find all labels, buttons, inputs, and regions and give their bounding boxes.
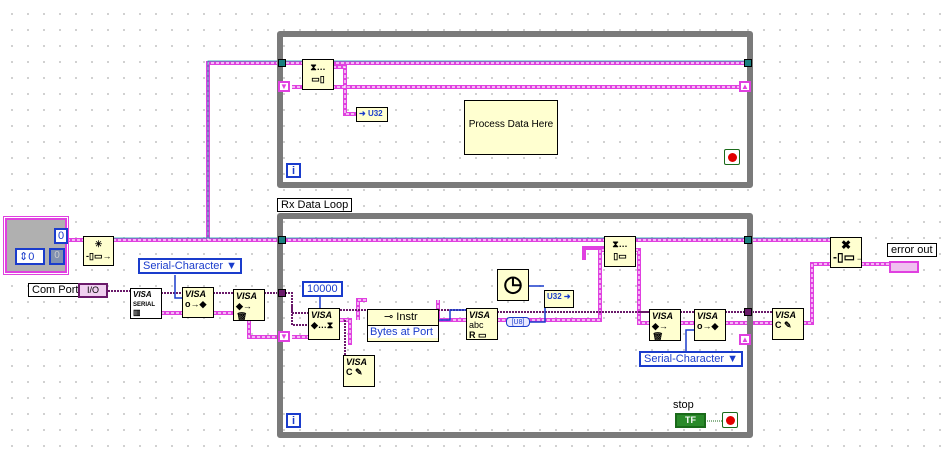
com-port-control[interactable]: I/O <box>78 283 108 298</box>
release-queue-node[interactable]: ✖-▯▭→ <box>830 237 862 268</box>
iteration-terminal: i <box>286 163 301 178</box>
shift-register-right: ▲ <box>739 334 751 345</box>
com-port-label: Com Port <box>28 283 83 297</box>
cluster-numeric-b[interactable]: ⇕0 <box>15 248 45 265</box>
close-icon: C ✎ <box>346 367 363 377</box>
dropdown-arrow-icon: ▼ <box>727 353 739 365</box>
visa-configure-serial-node[interactable]: VISA SERIAL▥ <box>130 288 162 319</box>
coerce-u8-node[interactable]: [U8] <box>506 317 530 327</box>
bytes-at-port-property-node[interactable]: ⊸ Instr Bytes at Port <box>367 309 439 342</box>
visa-tunnel <box>278 289 286 297</box>
error-out-label: error out <box>887 243 937 257</box>
rx-loop-label: Rx Data Loop <box>277 198 353 212</box>
read-abc-label: abc <box>469 320 484 330</box>
iteration-terminal: i <box>286 413 301 428</box>
stop-terminal-icon <box>722 412 738 428</box>
queue-tunnel-out <box>744 236 752 244</box>
consumer-while-loop <box>277 31 753 188</box>
shift-register-left: ▼ <box>278 331 290 342</box>
obtain-queue-node[interactable]: ✳-▯▭→ <box>83 236 114 266</box>
obtain-queue-icon: ✳-▯▭→ <box>86 239 112 261</box>
visa-wait-on-event-node[interactable]: VISA◆…⧗ <box>308 308 340 340</box>
visa-tunnel-out <box>744 308 752 316</box>
hourglass-dequeue-icon: ⧗…▭▯ <box>310 62 326 84</box>
enqueue-element-node[interactable]: ⧗…▯▭ <box>604 236 636 267</box>
visa-label: VISA <box>236 291 258 301</box>
visa-flush-buffer-node[interactable]: VISA◆→🗑 <box>233 289 265 321</box>
wait-icon: ◆…⧗ <box>311 320 334 330</box>
cluster-constant[interactable]: 0 ⇕0 0 <box>3 216 69 275</box>
visa-label: VISA <box>652 311 674 321</box>
cluster-numeric-a[interactable]: 0 <box>54 228 69 244</box>
dequeue-element-node[interactable]: ⧗…▭▯ <box>302 59 334 90</box>
enum-value: Serial-Character <box>644 353 725 365</box>
flush-trash-icon: ◆→🗑 <box>652 321 668 341</box>
stop-terminal-icon <box>724 149 740 165</box>
bundle-u32-node[interactable]: U32 ➜ <box>544 290 574 308</box>
process-data-comment: Process Data Here <box>464 100 558 155</box>
converter-label: U32 <box>547 292 562 301</box>
type-cast-node[interactable]: ➜ U32 <box>356 107 388 122</box>
visa-label: VISA <box>133 290 152 299</box>
tick-count-clock-icon[interactable]: ◷ <box>497 269 529 301</box>
stop-label: stop <box>673 399 694 411</box>
error-out-indicator[interactable] <box>889 261 919 273</box>
visa-label: VISA <box>469 310 491 320</box>
visa-label: VISA <box>311 310 333 320</box>
numeric-value: 0 <box>28 251 35 263</box>
serial-label: SERIAL <box>133 302 156 308</box>
stop-button-control[interactable]: TF <box>675 413 706 428</box>
queue-tunnel-out <box>744 59 752 67</box>
property-bytes-at-port[interactable]: Bytes at Port <box>368 326 438 338</box>
shift-register-left: ▼ <box>278 81 290 92</box>
flush-trash-icon: ◆→🗑 <box>236 301 252 321</box>
visa-flush-buffer-node[interactable]: VISA◆→🗑 <box>649 309 681 341</box>
serial-port-icon: ▥ <box>133 308 141 317</box>
converter-label: U32 <box>367 109 383 118</box>
set-attribute-icon: o→◆ <box>185 299 207 309</box>
queue-tunnel <box>278 236 286 244</box>
visa-label: VISA <box>346 357 368 367</box>
visa-label: VISA <box>775 310 797 320</box>
visa-label: VISA <box>185 289 207 299</box>
key-icon: ⊸ <box>384 311 397 323</box>
rx-data-while-loop <box>277 213 753 438</box>
termchar-enum-constant[interactable]: Serial-Character ▼ <box>138 258 243 274</box>
queue-tunnel <box>278 59 286 67</box>
hourglass-enqueue-icon: ⧗…▯▭ <box>612 239 628 261</box>
enum-value: Serial-Character <box>143 260 224 272</box>
termchar-enum-constant[interactable]: Serial-Character ▼ <box>639 351 744 367</box>
shift-register-right: ▲ <box>739 81 751 92</box>
read-icon: R ▭ <box>469 330 487 340</box>
timeout-constant[interactable]: 10000 <box>302 281 343 297</box>
close-icon: C ✎ <box>775 320 792 330</box>
release-queue-icon: ✖-▯▭→ <box>833 238 861 264</box>
set-attribute-icon: o→◆ <box>697 321 719 331</box>
property-class: Instr <box>396 311 418 323</box>
cluster-boolean[interactable]: 0 <box>49 248 65 265</box>
dropdown-arrow-icon: ▼ <box>226 260 238 272</box>
visa-label: VISA <box>697 311 719 321</box>
